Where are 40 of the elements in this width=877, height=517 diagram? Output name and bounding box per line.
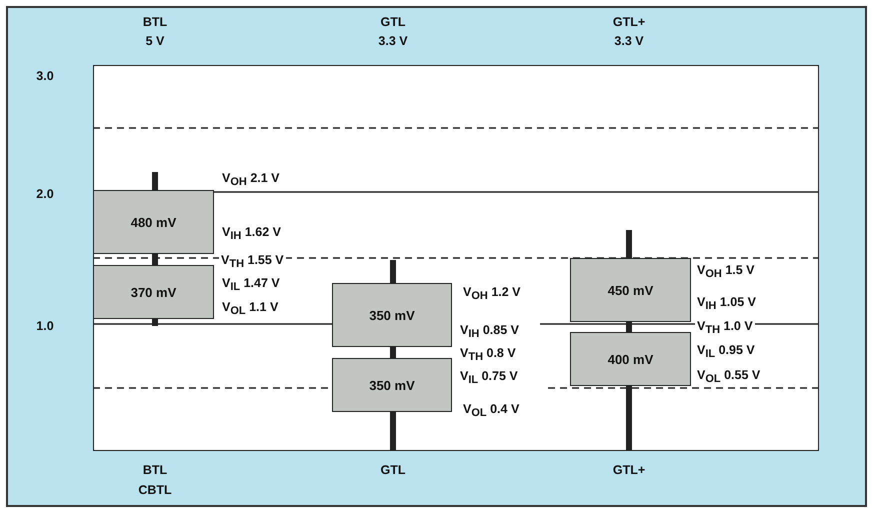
noise-margin-box — [93, 190, 214, 254]
level-label: V$_{TH}$ 1.55 V — [219, 253, 286, 267]
margin-value: 450 mV — [608, 282, 654, 298]
level-label: V$_{IH}$ 1.05 V — [697, 295, 756, 309]
supply-voltage: 3.3 V — [614, 34, 644, 48]
margin-value: 350 mV — [369, 378, 415, 392]
family-header: GTL+ — [612, 15, 646, 29]
margin-value: 400 mV — [608, 352, 654, 366]
margin-value: 350 mV — [369, 308, 415, 322]
family-label: CBTL — [138, 483, 172, 497]
level-label: V$_{TH}$ 0.8 V — [460, 346, 516, 360]
family-header: BTL — [142, 15, 168, 29]
level-label: V$_{IL}$ 0.75 V — [460, 369, 518, 383]
family-label: GTL+ — [612, 463, 646, 477]
noise-margin-box — [570, 258, 691, 322]
family-header: GTL — [380, 15, 406, 29]
margin-value: 480 mV — [130, 214, 176, 230]
level-label: V$_{OL}$ 1.1 V — [222, 300, 278, 314]
noise-margin-box — [93, 265, 214, 319]
axis-tick-label: 2.0 — [36, 187, 54, 201]
noise-margin-box — [332, 283, 452, 347]
supply-voltage: 3.3 V — [378, 34, 408, 48]
family-label: BTL — [142, 463, 168, 477]
axis-tick-label: 3.0 — [36, 69, 54, 83]
noise-margin-box — [570, 332, 691, 386]
noise-margin-box — [332, 358, 452, 412]
level-label: V$_{TH}$ 1.0 V — [695, 319, 755, 333]
supply-voltage: 5 V — [146, 34, 164, 48]
axis-tick-label: 1.0 — [36, 319, 54, 333]
level-label: V$_{IL}$ 0.95 V — [697, 343, 755, 357]
family-label: GTL — [380, 463, 406, 477]
level-label: V$_{OL}$ 0.4 V — [463, 402, 520, 416]
level-label: V$_{IL}$ 1.47 V — [222, 276, 280, 290]
level-label: V$_{OH}$ 1.5 V — [697, 263, 755, 277]
level-label: V$_{OH}$ 1.2 V — [463, 285, 521, 299]
level-label: V$_{OH}$ 2.1 V — [222, 171, 280, 185]
margin-value: 370 mV — [130, 284, 176, 300]
level-label: V$_{IH}$ 0.85 V — [460, 323, 519, 337]
level-label: V$_{OL}$ 0.55 V — [697, 368, 760, 382]
level-label: V$_{IH}$ 1.62 V — [222, 225, 281, 239]
